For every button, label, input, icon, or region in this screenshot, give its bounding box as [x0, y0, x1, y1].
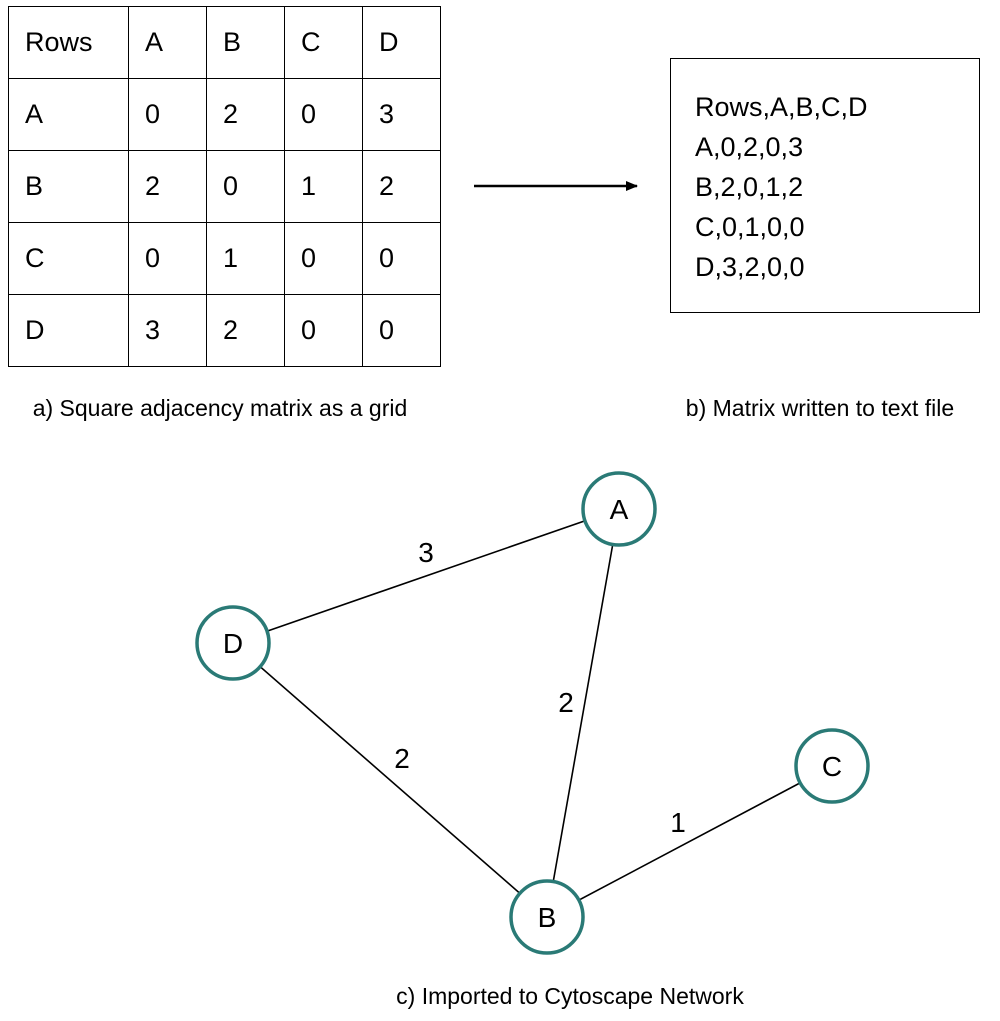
network-node-A: A: [581, 471, 657, 547]
edge-weight-label: 3: [418, 537, 434, 568]
matrix-cell: 0: [362, 294, 441, 367]
matrix-row: D 3 2 0 0: [8, 294, 441, 367]
text-file-line: D,3,2,0,0: [695, 252, 805, 282]
adjacency-matrix-grid: Rows A B C D A 0 2 0 3 B 2 0 1 2 C 0 1 0…: [8, 6, 441, 367]
matrix-cell: 1: [206, 222, 285, 295]
edge-weight-label: 1: [670, 807, 686, 838]
matrix-cell: 0: [206, 150, 285, 223]
matrix-header-cell: Rows: [8, 6, 129, 79]
matrix-row-label: D: [8, 294, 129, 367]
matrix-cell: 0: [284, 294, 363, 367]
text-file-line: A,0,2,0,3: [695, 132, 804, 162]
text-file-line: Rows,A,B,C,D: [695, 92, 868, 122]
node-label: D: [223, 628, 243, 659]
node-label: B: [538, 902, 557, 933]
text-file-content: Rows,A,B,C,D A,0,2,0,3 B,2,0,1,2 C,0,1,0…: [695, 87, 868, 287]
network-node-D: D: [195, 605, 271, 681]
caption-text-file: b) Matrix written to text file: [685, 395, 955, 421]
node-circle: [794, 728, 870, 804]
network-edge-D-A: [232, 508, 620, 644]
matrix-cell: 3: [362, 78, 441, 151]
network-edge-B-C: [546, 765, 833, 918]
caption-matrix-grid: a) Square adjacency matrix as a grid: [32, 395, 408, 421]
edge-weight-label: 2: [558, 687, 574, 718]
matrix-row-label: B: [8, 150, 129, 223]
cytoscape-network: 3 2 2 1 A B C D: [195, 471, 870, 955]
matrix-row-label: A: [8, 78, 129, 151]
node-label: A: [610, 494, 629, 525]
matrix-row: C 0 1 0 0: [8, 222, 441, 295]
matrix-row: B 2 0 1 2: [8, 150, 441, 223]
matrix-cell: 0: [284, 222, 363, 295]
network-node-B: B: [509, 879, 585, 955]
matrix-header-row: Rows A B C D: [8, 6, 441, 79]
node-circle: [195, 605, 271, 681]
text-file-line: C,0,1,0,0: [695, 212, 805, 242]
matrix-cell: 0: [362, 222, 441, 295]
matrix-cell: 0: [284, 78, 363, 151]
network-edge-A-B: [546, 508, 620, 918]
matrix-cell: 1: [284, 150, 363, 223]
edge-weight-label: 2: [394, 743, 410, 774]
matrix-header-cell: A: [128, 6, 207, 79]
matrix-cell: 2: [206, 78, 285, 151]
text-file-box: Rows,A,B,C,D A,0,2,0,3 B,2,0,1,2 C,0,1,0…: [670, 58, 980, 313]
network-edge-D-B: [232, 642, 548, 918]
matrix-cell: 3: [128, 294, 207, 367]
node-circle: [509, 879, 585, 955]
network-node-C: C: [794, 728, 870, 804]
node-circle: [581, 471, 657, 547]
text-file-line: B,2,0,1,2: [695, 172, 804, 202]
matrix-row: A 0 2 0 3: [8, 78, 441, 151]
caption-network: c) Imported to Cytoscape Network: [396, 983, 744, 1009]
node-label: C: [822, 751, 842, 782]
matrix-cell: 2: [362, 150, 441, 223]
